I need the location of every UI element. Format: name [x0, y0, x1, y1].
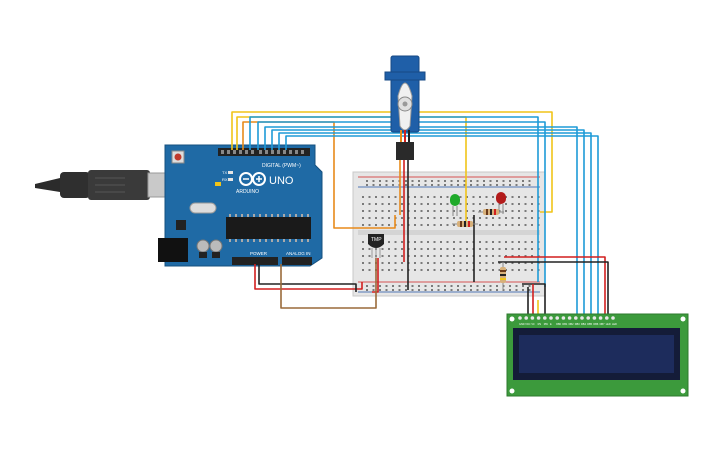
- arduino-model-label: UNO: [269, 175, 294, 187]
- lcd-pin: [549, 316, 553, 320]
- resistor: [500, 262, 506, 290]
- wire-red: [372, 258, 379, 293]
- crystal-oscillator: [189, 202, 217, 214]
- tx-label: TX: [222, 170, 227, 175]
- lcd-pin: [555, 316, 559, 320]
- lcd-pin: [574, 316, 578, 320]
- wire-orange: [242, 121, 396, 229]
- temperature-sensor: TMP: [368, 234, 384, 258]
- capacitor: [196, 239, 210, 253]
- lcd-pin: [598, 316, 603, 320]
- lcd-pin-label: RS: [538, 323, 542, 326]
- lcd-pin: [524, 316, 528, 320]
- usb-cable: [35, 170, 185, 200]
- wire-blue: [264, 126, 578, 318]
- lcd-pin-label: DB6: [593, 323, 598, 326]
- lcd-pin-label: GND: [519, 323, 525, 326]
- wire-red: [504, 256, 606, 318]
- lcd-pin: [580, 316, 584, 320]
- lcd-pin-label: DB7: [600, 323, 605, 326]
- arduino-uno-board: DIGITAL (PWM~) UNO ARDUINO TX RX: [158, 144, 323, 267]
- lcd-pin-label: VCC: [525, 323, 530, 326]
- lcd-pin: [543, 316, 547, 320]
- lcd-pin: [530, 316, 535, 320]
- lcd-pin-label: RW: [544, 323, 549, 326]
- lcd-pin-label: DB0: [556, 323, 561, 326]
- resistor: [452, 221, 478, 227]
- digital-header-label: DIGITAL (PWM~): [262, 163, 301, 169]
- analog-header-label: ANALOG IN: [286, 251, 311, 256]
- wire-black: [258, 264, 357, 292]
- power-jack: [158, 238, 188, 262]
- resistor: [478, 209, 504, 215]
- power-header-label: POWER: [250, 251, 268, 256]
- wire-blue: [285, 135, 599, 318]
- wire-blue: [271, 129, 585, 318]
- lcd-pin: [567, 316, 572, 320]
- arduino-logo-icon: [239, 172, 266, 186]
- wire-blue: [278, 132, 592, 318]
- wires: [231, 111, 609, 318]
- lcd-pin-label: DB2: [569, 323, 574, 326]
- wire-yellow: [231, 111, 553, 213]
- lcd-pin: [611, 316, 615, 320]
- rx-label: RX: [222, 177, 228, 182]
- lcd-pin: [605, 316, 609, 320]
- arduino-brand-label: ARDUINO: [236, 189, 259, 195]
- lcd-pin-label: LED: [612, 323, 617, 326]
- wire-black: [522, 283, 546, 318]
- lcd-pin: [561, 316, 566, 320]
- wire-red: [254, 264, 363, 290]
- lcd-pin-label: E: [550, 323, 552, 326]
- lcd-pin-label: DB5: [587, 323, 592, 326]
- led-green: [450, 194, 460, 216]
- capacitor: [209, 239, 223, 253]
- lcd-pin-label: DB4: [581, 323, 586, 326]
- lcd-pin-label: LED: [606, 323, 611, 326]
- lcd-pin-label: DB1: [562, 323, 567, 326]
- breadboard: [352, 171, 546, 297]
- lcd-pin: [518, 316, 522, 320]
- servo-motor: [384, 55, 426, 160]
- lcd-pin: [536, 316, 541, 320]
- lcd-pin-label: V0: [531, 323, 535, 326]
- lcd-pin-label: DB3: [575, 323, 580, 326]
- microcontroller-chip: [226, 217, 311, 239]
- wire-black: [498, 261, 609, 318]
- lcd-pin: [592, 316, 597, 320]
- wire-brown: [280, 258, 377, 309]
- sensor-label: TMP: [371, 237, 382, 243]
- lcd-pin: [586, 316, 590, 320]
- lcd-screen: [519, 335, 674, 373]
